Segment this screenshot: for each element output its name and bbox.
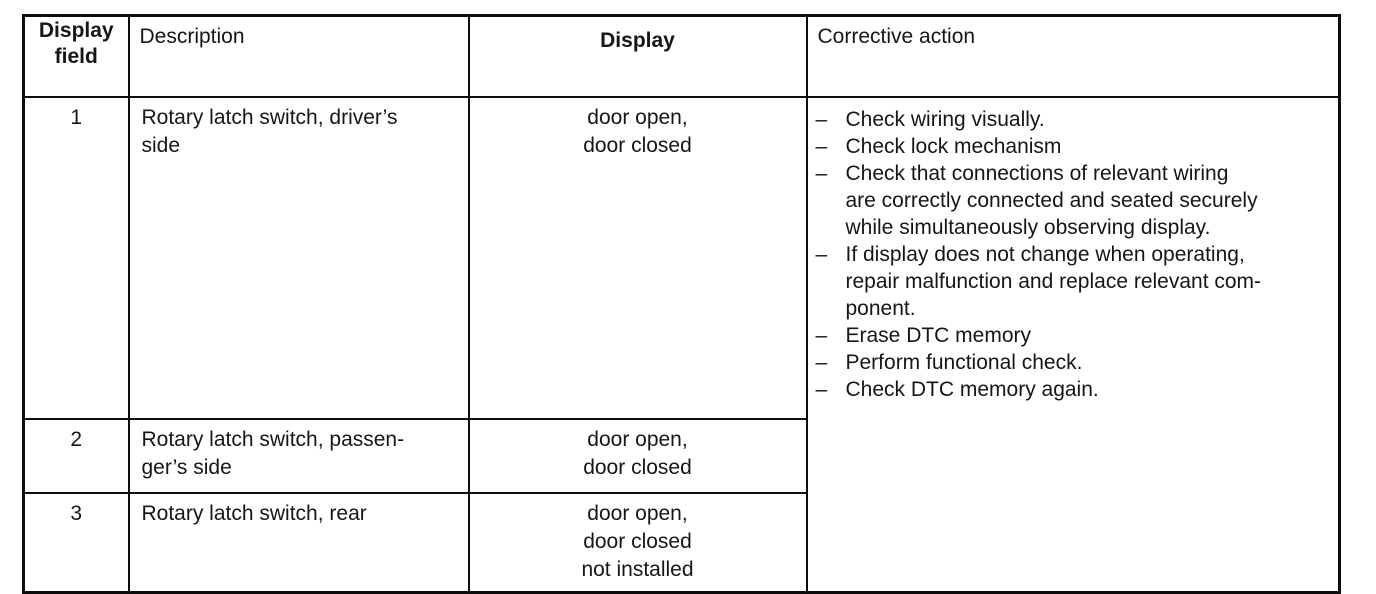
header-description: Description <box>127 14 470 98</box>
corrective-action-item: – Erase DTC memory <box>816 322 1329 349</box>
dash-bullet: – <box>815 243 828 266</box>
corrective-action-text: Perform functional check. <box>845 351 1083 374</box>
header-row: Display field Description Display Correc… <box>22 14 1341 98</box>
display-value: door open, door closed <box>467 96 808 420</box>
corrective-action-item: – Check that connections of relevant wir… <box>816 160 1329 241</box>
corrective-action-text: Check wiring visually. <box>845 108 1045 131</box>
manual-page: Display field Description Display Correc… <box>22 14 1341 594</box>
header-corrective-action: Corrective action <box>805 14 1341 98</box>
corrective-action-item: – If display does not change when operat… <box>816 241 1329 322</box>
display-value: door open, door closed not installed <box>467 492 808 594</box>
corrective-action-item: – Check DTC memory again. <box>816 376 1329 403</box>
display-field-value: 3 <box>22 492 130 594</box>
corrective-action-text: Check that connections of relevant wirin… <box>845 162 1258 239</box>
dash-bullet: – <box>815 108 828 131</box>
corrective-action-text: Erase DTC memory <box>845 324 1032 347</box>
diagnostic-table: Display field Description Display Correc… <box>22 14 1341 594</box>
dash-bullet: – <box>815 162 828 185</box>
dash-bullet: – <box>815 378 828 401</box>
display-field-value: 1 <box>22 96 130 420</box>
corrective-action-item: – Check lock mechanism <box>816 133 1329 160</box>
corrective-action-text: If display does not change when operatin… <box>845 243 1262 320</box>
table-row: 3 Rotary latch switch, rear door open, d… <box>22 492 1340 594</box>
table-row: 2 Rotary latch switch, passen- ger’s sid… <box>22 418 1340 494</box>
header-display: Display <box>467 14 808 98</box>
dash-bullet: – <box>815 324 828 347</box>
header-display-field: Display field <box>22 14 130 98</box>
description-value: Rotary latch switch, passen- ger’s side <box>127 418 470 494</box>
description-value: Rotary latch switch, driver’s side <box>127 96 470 420</box>
display-field-value: 2 <box>22 418 130 494</box>
corrective-action-cell: – Check wiring visually. – Check lock me… <box>805 96 1341 594</box>
table-row: 1 Rotary latch switch, driver’s side doo… <box>22 96 1341 594</box>
description-value: Rotary latch switch, rear <box>127 492 470 594</box>
corrective-action-text: Check lock mechanism <box>845 135 1062 158</box>
dash-bullet: – <box>815 135 828 158</box>
corrective-action-text: Check DTC memory again. <box>845 378 1099 401</box>
corrective-action-item: – Check wiring visually. <box>816 106 1329 133</box>
corrective-action-item: – Perform functional check. <box>816 349 1329 376</box>
display-value: door open, door closed <box>467 418 808 494</box>
dash-bullet: – <box>815 351 828 374</box>
